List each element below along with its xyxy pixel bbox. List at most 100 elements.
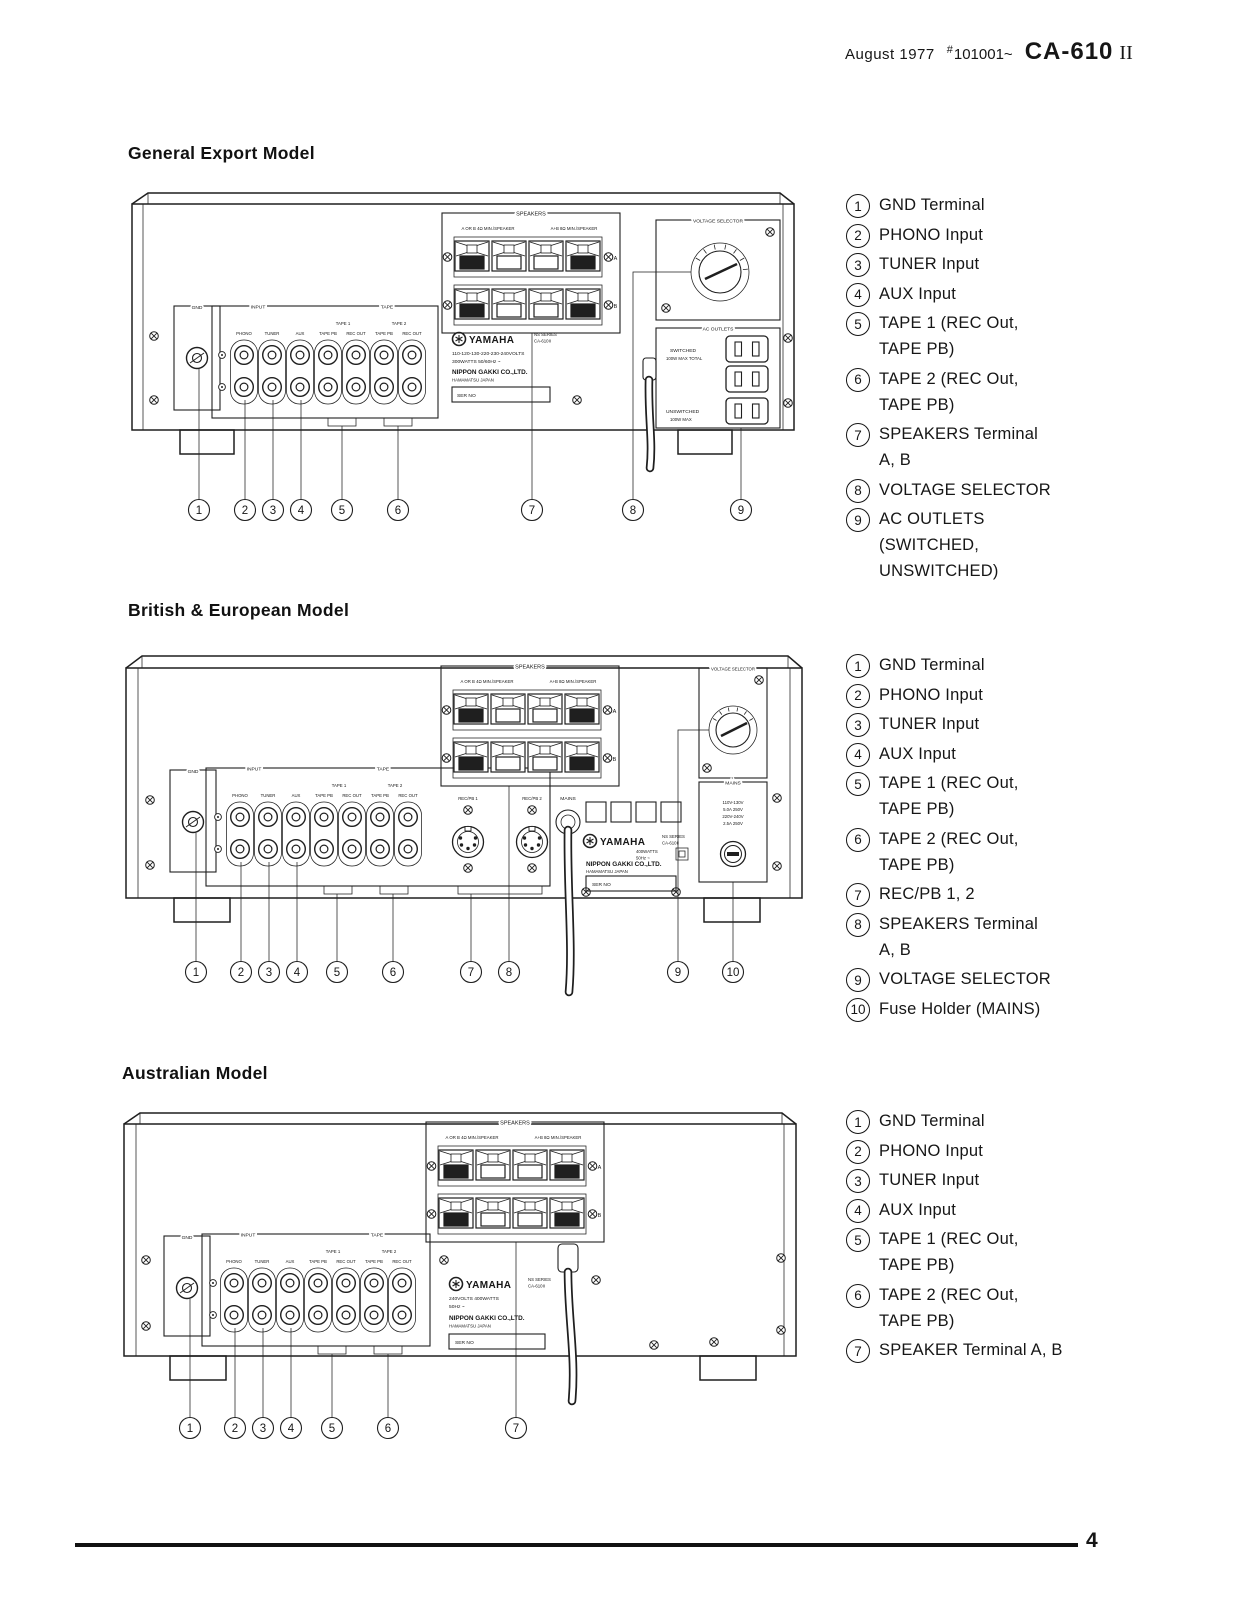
jack-label: TAPE PB bbox=[315, 793, 333, 798]
legend-item: 3 TUNER Input bbox=[846, 251, 1216, 277]
legend-number: 1 bbox=[846, 194, 870, 218]
brand-label: YAMAHA NS SERIES CA-610II 110-120-130-22… bbox=[451, 331, 557, 403]
callouts: 1 2 3 4 5 6 7 bbox=[178, 1416, 528, 1440]
speakers-note-a: A OR B 4Ω MIN./SPEAKER bbox=[446, 1135, 499, 1140]
legend-number: 8 bbox=[846, 478, 870, 503]
yamaha-logo-icon bbox=[451, 331, 467, 347]
legend-number: 7 bbox=[846, 423, 870, 447]
callout-number: 3 bbox=[270, 505, 276, 517]
callout-number: 8 bbox=[630, 505, 636, 517]
mains-cord: MAINS bbox=[555, 796, 581, 997]
fuse-holder bbox=[719, 840, 747, 868]
jack-label: TUNER bbox=[265, 331, 280, 336]
legend-general-export: 1 GND Terminal 2 PHONO Input 3 TUNER Inp… bbox=[846, 192, 1216, 588]
legend-item: 1 GND Terminal bbox=[846, 1108, 1216, 1134]
legend-number: 5 bbox=[846, 1228, 870, 1252]
legend-label: AUX Input bbox=[879, 744, 957, 763]
legend-label: VOLTAGE SELECTOR bbox=[879, 970, 1051, 988]
din-sockets: REC/PB 1 REC/PB 2 bbox=[451, 796, 549, 895]
maker-city: HAMAMATSU JAPAN bbox=[452, 378, 494, 383]
section-title-general-export: General Export Model bbox=[128, 143, 315, 163]
legend-number: 8 bbox=[846, 912, 870, 937]
switched-outlet-1 bbox=[725, 335, 769, 363]
voltage-rating: 240VOLTS 400WATTS bbox=[449, 1296, 500, 1302]
model-number-label: CA-610II bbox=[534, 339, 551, 344]
legend-item: 5 TAPE 1 (REC Out, TAPE PB) bbox=[846, 1226, 1216, 1278]
rca-jack-columns bbox=[226, 801, 422, 867]
wattage-rating: 400WATTS bbox=[636, 849, 658, 854]
legend-item: 6 TAPE 2 (REC Out, TAPE PB) bbox=[846, 1282, 1216, 1334]
mains-box-title: MAINS bbox=[725, 781, 741, 787]
legend-label: TAPE 1 (REC Out, TAPE PB) bbox=[879, 774, 1019, 818]
legend-number: 1 bbox=[846, 1110, 870, 1134]
legend-label: SPEAKERS Terminal A, B bbox=[879, 425, 1038, 469]
power-cord bbox=[557, 1243, 579, 1406]
frequency-rating: 50Hz ~ bbox=[636, 856, 650, 861]
page-number: 4 bbox=[1086, 1529, 1098, 1552]
speaker-terminals: SPEAKERS A OR B 4Ω MIN./SPEAKER A+B 8Ω M… bbox=[425, 1119, 605, 1243]
legend-number: 6 bbox=[846, 1283, 870, 1308]
section-title-australian: Australian Model bbox=[122, 1063, 268, 1083]
legend-item: 9 VOLTAGE SELECTOR bbox=[846, 966, 1216, 992]
switched-outlet-2 bbox=[725, 365, 769, 393]
tape-group-label: TAPE bbox=[381, 305, 394, 311]
legend-label: PHONO Input bbox=[879, 685, 983, 704]
maker-name: NIPPON GAKKI CO.,LTD. bbox=[449, 1315, 525, 1322]
selector-ticks bbox=[712, 707, 754, 721]
callout-number: 9 bbox=[738, 505, 744, 517]
fuse-rating-line: 2.5A 250V bbox=[723, 821, 743, 826]
tape2-label: TAPE 2 bbox=[382, 1249, 397, 1254]
jack-label: AUX bbox=[292, 793, 301, 798]
gnd-label: GND bbox=[192, 305, 203, 311]
legend-number: 5 bbox=[846, 772, 870, 796]
callout-number: 1 bbox=[193, 967, 199, 979]
legend-number: 9 bbox=[846, 508, 870, 532]
jack-label: REC OUT bbox=[342, 793, 362, 798]
speaker-terminals: SPEAKERS A OR B 4Ω MIN./SPEAKER A+B 8Ω M… bbox=[441, 210, 621, 334]
callout-number: 8 bbox=[506, 967, 512, 979]
jack-label: TAPE PB bbox=[365, 1259, 383, 1264]
gnd-screw-terminal bbox=[185, 346, 209, 370]
legend-item: 1 GND Terminal bbox=[846, 652, 1216, 678]
legend-number: 4 bbox=[846, 1198, 870, 1223]
callout-lines bbox=[195, 729, 734, 961]
legend-number: 3 bbox=[846, 253, 870, 277]
legend-label: SPEAKER Terminal A, B bbox=[879, 1341, 1063, 1359]
jack-label: PHONO bbox=[226, 1259, 242, 1264]
legend-number: 7 bbox=[846, 1339, 870, 1363]
gnd-screw-terminal bbox=[175, 1276, 199, 1300]
callout-number: 2 bbox=[232, 1423, 238, 1435]
callout-number: 7 bbox=[468, 967, 474, 979]
legend-label: TAPE 2 (REC Out, TAPE PB) bbox=[879, 829, 1019, 874]
fuse-rating-line: 110V-130V bbox=[723, 800, 744, 805]
input-group-label: INPUT bbox=[251, 305, 266, 311]
jack-label: PHONO bbox=[236, 331, 252, 336]
voltage-selector-title: VOLTAGE SELECTOR bbox=[711, 667, 755, 672]
diagram-british-european: GND INPUT TAPE TAPE 1 TAPE 2 PHONO TUNER… bbox=[125, 655, 803, 997]
legend-number: 3 bbox=[846, 1169, 870, 1193]
speaker-row-b: B bbox=[614, 304, 618, 310]
brand-label: YAMAHA NS SERIES CA-610II 400WATTS 50Hz … bbox=[582, 801, 689, 892]
switched-label: SWITCHED bbox=[670, 348, 697, 354]
selector-ticks bbox=[695, 244, 748, 270]
legend-item: 8 VOLTAGE SELECTOR bbox=[846, 477, 1216, 503]
speakers-note-b: A+B 8Ω MIN./SPEAKER bbox=[550, 679, 597, 684]
legend-item: 7 REC/PB 1, 2 bbox=[846, 881, 1216, 907]
foot-right bbox=[699, 1355, 757, 1381]
speaker-row-b: B bbox=[598, 1213, 602, 1219]
legend-label: TUNER Input bbox=[879, 1171, 980, 1189]
maker-name: NIPPON GAKKI CO.,LTD. bbox=[452, 369, 528, 376]
legend-label: TUNER Input bbox=[879, 715, 980, 733]
serial-number-box: SER NO bbox=[457, 393, 476, 399]
tape-group-label: TAPE bbox=[371, 1233, 384, 1239]
legend-label: AUX Input bbox=[879, 1200, 957, 1219]
foot-right bbox=[677, 429, 733, 455]
legend-item: 10 Fuse Holder (MAINS) bbox=[846, 996, 1216, 1022]
legend-item: 4 AUX Input bbox=[846, 281, 1216, 307]
fuse-rating-line: 220V-240V bbox=[722, 814, 743, 819]
foot-left bbox=[179, 429, 235, 455]
selector-knob-pointer bbox=[704, 262, 738, 281]
selector-knob-pointer bbox=[720, 721, 748, 738]
tape2-label: TAPE 2 bbox=[392, 321, 407, 326]
jack-label: REC OUT bbox=[402, 331, 422, 336]
